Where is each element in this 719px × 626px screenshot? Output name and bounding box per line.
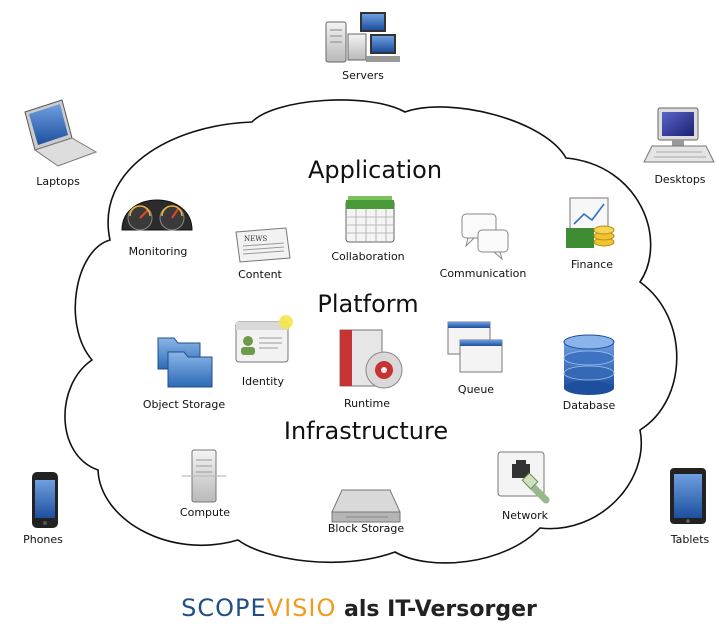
brand-visio: VISIO xyxy=(266,594,337,622)
servers-label: Servers xyxy=(342,69,384,82)
tablet-icon xyxy=(670,468,706,524)
database-label: Database xyxy=(562,399,616,412)
platform-title: Platform xyxy=(317,290,419,318)
desktop-icon xyxy=(643,107,715,163)
svg-text:NEWS: NEWS xyxy=(244,235,267,243)
desktops-label: Desktops xyxy=(654,173,706,186)
communication-label: Communication xyxy=(439,267,527,280)
block-storage-label: Block Storage xyxy=(327,522,405,535)
laptops-label: Laptops xyxy=(36,175,80,188)
database-icon xyxy=(563,334,615,395)
tablets-label: Tablets xyxy=(670,533,710,546)
network-icon xyxy=(497,451,550,504)
infrastructure-title: Infrastructure xyxy=(283,417,449,445)
calendar-icon xyxy=(345,196,395,243)
laptop-icon xyxy=(24,99,98,167)
newspaper-icon: NEWS xyxy=(235,227,291,263)
application-title: Application xyxy=(307,156,443,184)
folder-icon xyxy=(157,337,213,388)
compute-icon xyxy=(182,449,226,503)
footer-tagline: SCOPEVISIO als IT-Versorger xyxy=(181,594,537,622)
runtime-icon xyxy=(339,329,403,389)
runtime-label: Runtime xyxy=(344,397,390,410)
speech-bubbles-icon xyxy=(461,213,509,261)
identity-label: Identity xyxy=(241,375,285,388)
brand-scope: SCOPE xyxy=(181,594,267,622)
network-label: Network xyxy=(502,509,548,522)
phone-icon xyxy=(32,472,58,528)
cloud-outline xyxy=(64,99,678,564)
hard-disk-icon xyxy=(331,489,401,523)
servers-icon xyxy=(325,12,400,63)
compute-label: Compute xyxy=(179,506,231,519)
collaboration-label: Collaboration xyxy=(331,250,405,263)
monitoring-label: Monitoring xyxy=(128,245,188,258)
tagline-text: als IT-Versorger xyxy=(336,597,537,622)
object-storage-label: Object Storage xyxy=(142,398,226,411)
phones-label: Phones xyxy=(23,533,63,546)
queue-label: Queue xyxy=(457,383,495,396)
monitoring-icon xyxy=(121,199,193,231)
queue-icon xyxy=(447,321,503,373)
id-card-icon xyxy=(235,315,293,363)
finance-label: Finance xyxy=(570,258,614,271)
content-label: Content xyxy=(238,268,282,281)
finance-icon xyxy=(566,197,615,248)
